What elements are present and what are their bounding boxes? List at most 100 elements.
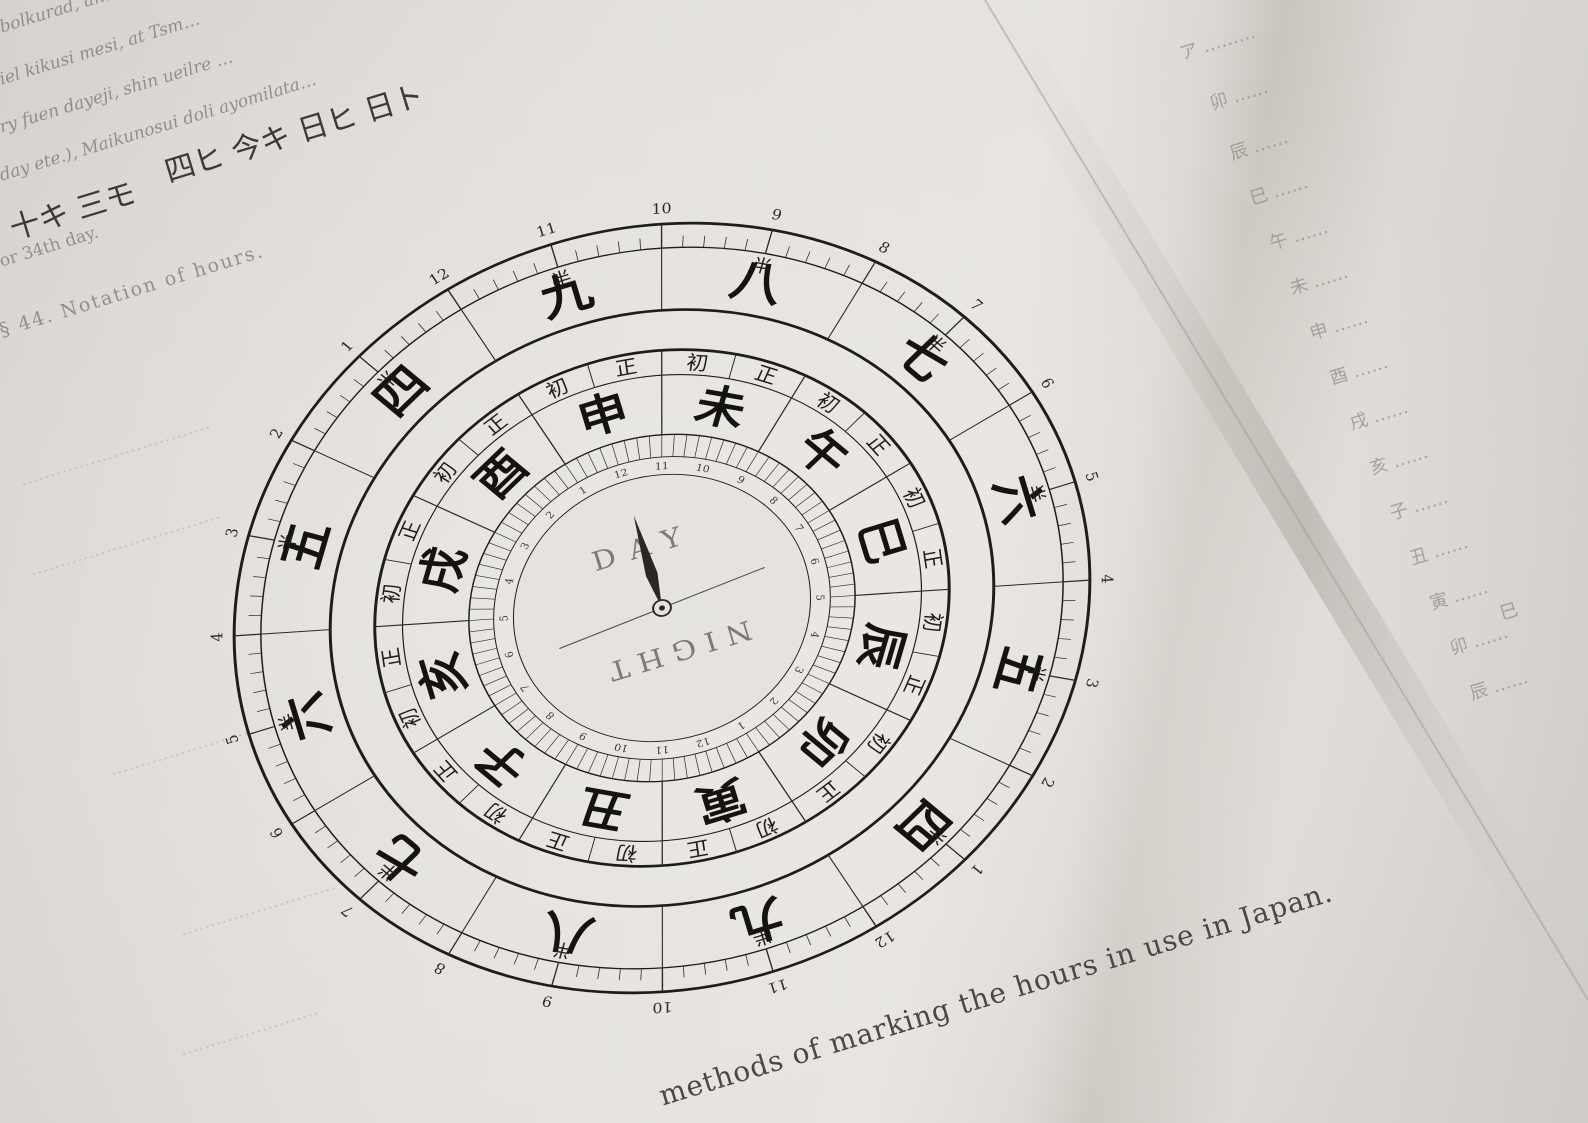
- tick: [667, 434, 681, 456]
- tick: [469, 625, 494, 636]
- zodiac-kanji: 申: [572, 384, 635, 448]
- tick: [551, 740, 573, 759]
- tick: [354, 377, 364, 388]
- tick: [607, 757, 625, 779]
- zodiac-kanji: 子: [464, 728, 540, 796]
- tick: [826, 926, 831, 937]
- tick: [769, 469, 792, 487]
- tick: [616, 241, 621, 252]
- tick: [339, 855, 352, 863]
- tick: [471, 591, 496, 606]
- tick: [638, 969, 645, 981]
- tick: [576, 457, 587, 479]
- tick: [765, 718, 780, 740]
- tick: [812, 520, 837, 531]
- tick: [974, 812, 984, 823]
- outer-number: 1: [967, 861, 988, 879]
- tick: [830, 600, 855, 614]
- tick: [830, 580, 855, 591]
- tick: [1049, 482, 1075, 490]
- tick: [575, 250, 579, 261]
- tick: [327, 409, 337, 420]
- sub-mark: 正: [479, 410, 512, 440]
- outer-number: 8: [431, 959, 449, 978]
- tick: [472, 941, 483, 952]
- tick: [656, 968, 669, 992]
- tick: [469, 602, 494, 616]
- tick: [291, 435, 314, 457]
- tick: [645, 436, 656, 458]
- tick: [484, 548, 507, 567]
- tick: [827, 560, 851, 569]
- tick: [474, 289, 480, 300]
- tick: [595, 968, 603, 980]
- tick: [759, 230, 778, 254]
- tick: [475, 569, 499, 586]
- tick: [532, 958, 542, 969]
- tick: [700, 437, 718, 459]
- tick: [928, 314, 940, 323]
- tick: [561, 744, 582, 764]
- tick: [623, 441, 631, 462]
- outer-number: 2: [266, 426, 287, 442]
- tick: [499, 701, 524, 715]
- tick: [290, 811, 317, 825]
- tick: [817, 530, 842, 540]
- tick: [234, 628, 261, 642]
- sub-mark: 正: [918, 547, 946, 571]
- tick: [841, 265, 852, 276]
- inner-number: 4: [503, 577, 517, 586]
- tick: [643, 759, 657, 781]
- sub-divider: [913, 645, 940, 664]
- tick: [724, 959, 729, 970]
- tick: [806, 510, 831, 523]
- tick: [479, 558, 502, 576]
- tick: [314, 826, 327, 833]
- tick: [315, 426, 326, 437]
- tick: [1058, 635, 1071, 643]
- tick: [700, 236, 708, 248]
- inner-number: 12: [695, 735, 712, 750]
- tick: [786, 484, 810, 500]
- sub-mark: 初: [685, 351, 710, 375]
- tick: [418, 322, 426, 334]
- tick: [731, 447, 752, 468]
- tick: [249, 651, 262, 657]
- tick: [825, 630, 849, 647]
- inner-number: 2: [544, 509, 558, 521]
- tick: [773, 711, 789, 733]
- tick: [283, 778, 296, 783]
- tick: [895, 292, 907, 302]
- tick: [1043, 468, 1056, 472]
- sub-divider: [723, 354, 743, 378]
- tick: [469, 614, 494, 627]
- kanji-divider: [645, 906, 680, 968]
- tick: [517, 499, 536, 521]
- tick: [353, 868, 366, 876]
- zodiac-divider: [375, 600, 469, 648]
- tick: [1007, 392, 1034, 406]
- outer-number: 5: [1081, 470, 1102, 484]
- sub-divider: [582, 837, 602, 861]
- zodiac-divider: [639, 781, 686, 865]
- tick: [766, 949, 773, 972]
- outer-number: 11: [765, 975, 789, 997]
- tick: [987, 796, 997, 807]
- outer-number: 7: [966, 296, 987, 315]
- zodiac-kanji: 巳: [846, 512, 915, 571]
- inner-number: 3: [791, 665, 805, 676]
- tick: [583, 752, 603, 773]
- tick: [491, 947, 501, 958]
- sub-mark: 正: [812, 776, 845, 806]
- tick: [385, 348, 394, 359]
- outer-number: 5: [222, 732, 243, 746]
- inner-number: 7: [518, 682, 532, 694]
- tick: [898, 882, 906, 894]
- tick: [821, 640, 844, 658]
- tick: [756, 725, 770, 747]
- outer-number: 11: [534, 219, 558, 241]
- tick: [931, 856, 940, 867]
- tick: [493, 693, 518, 706]
- zodiac-divider: [855, 569, 949, 617]
- inner-number: 1: [577, 484, 589, 497]
